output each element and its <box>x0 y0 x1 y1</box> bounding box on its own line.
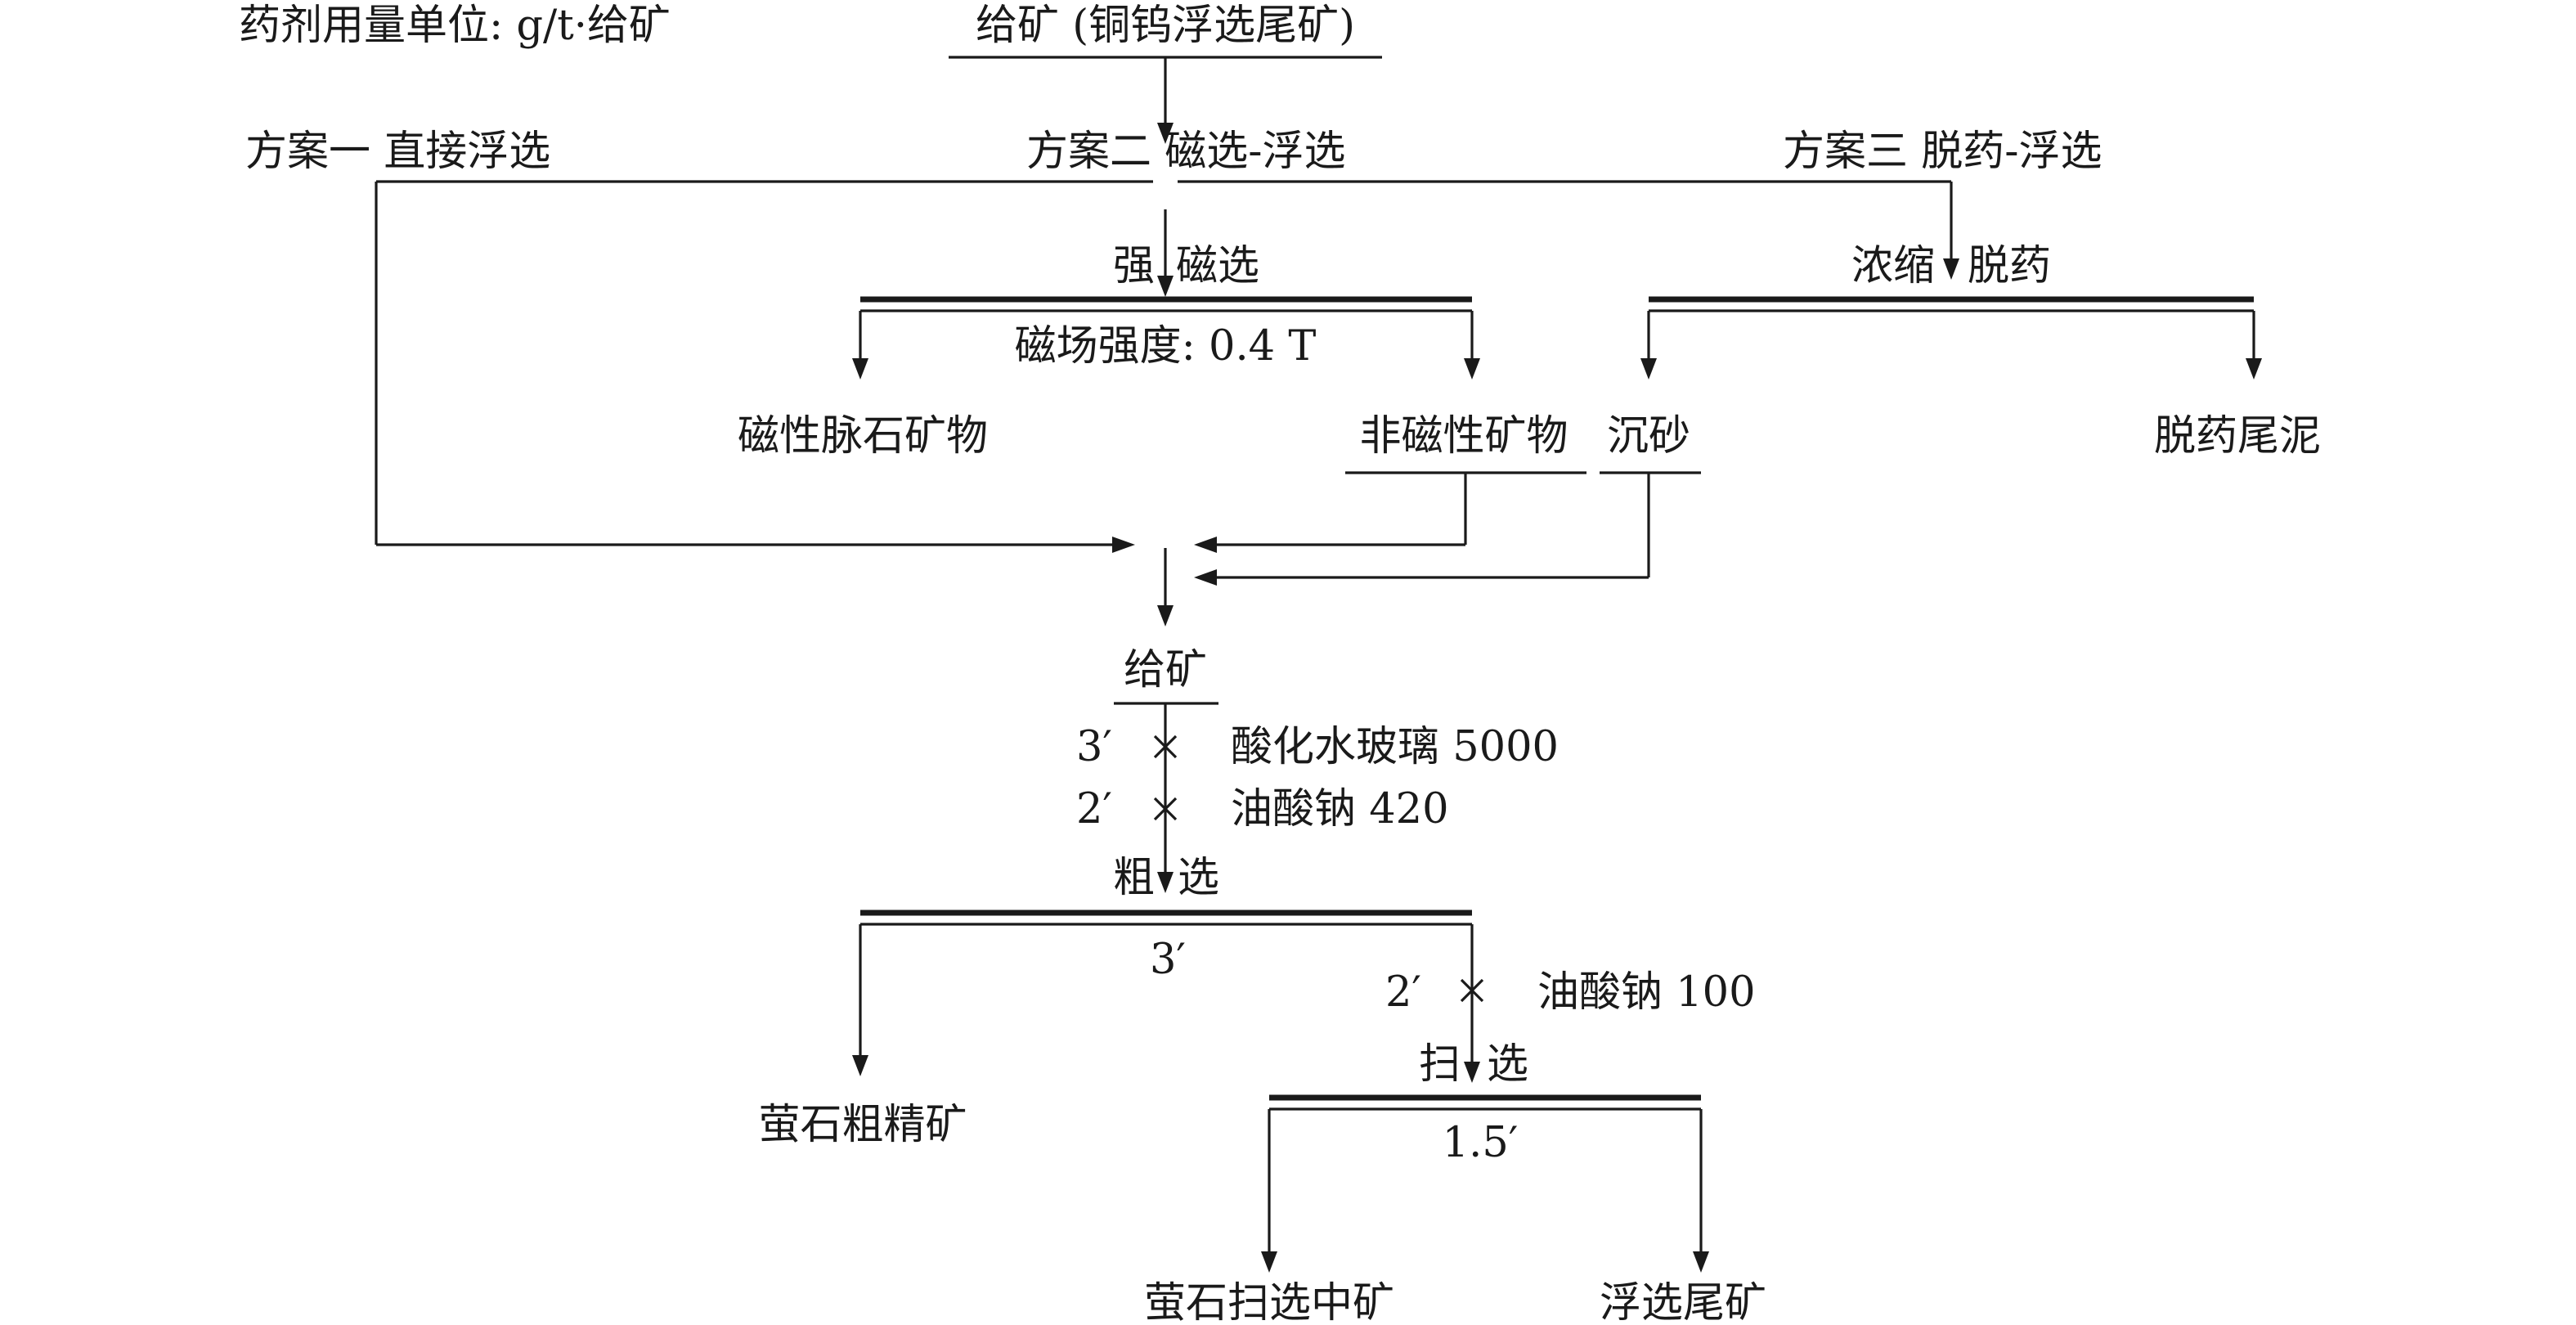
reagent1-time: 3′ <box>1076 723 1112 771</box>
scavenger-time: 1.5′ <box>1443 1119 1519 1167</box>
flotation-tailings-product: 浮选尾矿 <box>1600 1279 1766 1325</box>
underflow-sand-product: 沉砂 <box>1607 412 1690 460</box>
arrowhead <box>1194 569 1217 586</box>
magnetic-field-condition: 磁场强度: 0.4 T <box>1015 322 1317 371</box>
arrowhead <box>1157 872 1174 893</box>
arrowhead <box>2246 358 2262 380</box>
feed-label: 给矿 (铜钨浮选尾矿) <box>976 2 1355 50</box>
reagent1-cross <box>1153 734 1178 759</box>
arrowhead <box>1157 276 1174 297</box>
reagent3-cross <box>1460 978 1484 1003</box>
arrowhead <box>1157 605 1174 627</box>
arrowhead <box>1464 1062 1480 1083</box>
arrowhead <box>1261 1251 1277 1273</box>
nonmagnetic-product: 非磁性矿物 <box>1359 412 1568 460</box>
desorption-op-right: 脱药 <box>1968 242 2051 290</box>
magnetic-op-left: 强 <box>1113 242 1155 290</box>
thickening-op-left: 浓缩 <box>1851 242 1935 290</box>
dosage-unit-note: 药剂用量单位: g/t·给矿 <box>239 2 671 50</box>
rougher-op-left: 粗 <box>1113 854 1155 902</box>
arrowhead <box>1112 537 1135 553</box>
scavenger-op-left: 扫 <box>1419 1040 1461 1089</box>
magnetic-op-right: 磁选 <box>1176 242 1259 290</box>
reagent2-time: 2′ <box>1076 785 1112 833</box>
arrowhead <box>1693 1251 1709 1273</box>
reagent1-label: 酸化水玻璃 5000 <box>1231 723 1559 771</box>
arrowhead <box>852 1055 868 1076</box>
rougher-concentrate-product: 萤石粗精矿 <box>758 1101 967 1149</box>
scavenger-op-right: 选 <box>1487 1040 1528 1089</box>
scheme3-label: 方案三 脱药-浮选 <box>1783 128 2102 176</box>
scheme2-label: 方案二 磁选-浮选 <box>1026 128 1345 176</box>
scheme1-label: 方案一 直接浮选 <box>245 128 550 176</box>
reagent3-label: 油酸钠 100 <box>1537 968 1756 1017</box>
desorption-slime-product: 脱药尾泥 <box>2154 412 2321 460</box>
flotation-feed-label: 给矿 <box>1124 646 1207 694</box>
arrowhead <box>1943 258 1959 280</box>
arrowhead <box>852 358 868 380</box>
arrowhead <box>1464 358 1480 380</box>
reagent3-time: 2′ <box>1385 968 1421 1017</box>
scavenger-middling-product: 萤石扫选中矿 <box>1144 1279 1394 1325</box>
rougher-op-right: 选 <box>1178 854 1219 902</box>
arrowhead <box>1194 537 1217 553</box>
rougher-time: 3′ <box>1150 936 1186 984</box>
reagent2-cross <box>1153 797 1178 821</box>
arrowhead <box>1640 358 1657 380</box>
arrowhead <box>1157 123 1174 144</box>
reagent2-label: 油酸钠 420 <box>1231 785 1449 833</box>
magnetic-gangue-product: 磁性脉石矿物 <box>738 412 988 460</box>
